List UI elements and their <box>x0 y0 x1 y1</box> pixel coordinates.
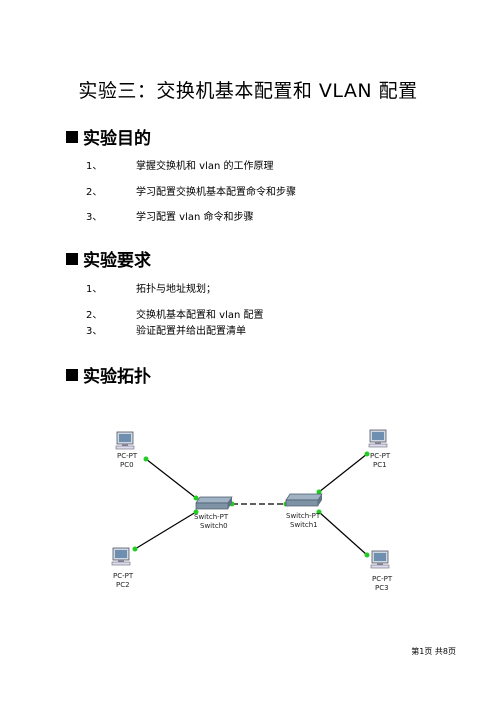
device-name-label: PC3 <box>375 584 389 592</box>
port-dot <box>132 546 138 552</box>
section-heading-requirements: 实验要求 <box>66 246 151 271</box>
device-type-label: PC-PT <box>117 452 138 460</box>
device-name-label: Switch0 <box>200 522 228 530</box>
item-text: 学习配置 vlan 命令和步骤 <box>136 212 254 223</box>
device-type-label: Switch-PT <box>194 513 229 521</box>
port-dot <box>364 451 370 457</box>
section-heading-objectives: 实验目的 <box>66 124 151 149</box>
port-dot <box>193 495 199 501</box>
item-text: 学习配置交换机基本配置命令和步骤 <box>136 187 296 198</box>
link-pc1-switch1 <box>318 453 368 493</box>
port-dot <box>143 456 149 462</box>
port-dot <box>316 489 322 495</box>
device-pc2[interactable]: PC-PT PC2 <box>111 547 134 589</box>
device-pc0[interactable]: PC-PT PC0 <box>115 431 138 469</box>
port-dot <box>316 509 322 515</box>
device-pc1[interactable]: PC-PT PC1 <box>368 429 391 469</box>
item-text: 验证配置并给出配置清单 <box>136 326 246 337</box>
item-number: 2、 <box>86 310 103 321</box>
item-text: 掌握交换机和 vlan 的工作原理 <box>136 161 274 172</box>
device-type-label: Switch-PT <box>286 512 321 520</box>
port-indicators <box>132 451 370 558</box>
port-dot <box>193 509 199 515</box>
item-number: 3、 <box>86 212 103 223</box>
page-number: 第1页 共8页 <box>411 647 456 656</box>
pc-icon <box>115 431 135 450</box>
device-type-label: PC-PT <box>370 452 391 460</box>
device-name-label: PC1 <box>373 461 387 469</box>
switch-icon <box>285 493 323 507</box>
item-number: 1、 <box>86 284 103 295</box>
link-pc0-switch0 <box>145 458 197 499</box>
item-number: 1、 <box>86 161 103 172</box>
link-pc2-switch0 <box>134 511 197 550</box>
pc-icon <box>368 429 388 448</box>
switch-icon <box>195 496 233 510</box>
device-type-label: PC-PT <box>372 575 393 583</box>
square-bullet-icon <box>66 368 78 381</box>
page-title: 实验三：交换机基本配置和 VLAN 配置 <box>78 80 418 102</box>
topology-links <box>134 453 368 556</box>
section-heading-text: 实验目的 <box>83 129 151 149</box>
device-pc3[interactable]: PC-PT PC3 <box>370 550 393 592</box>
item-number: 3、 <box>86 326 103 337</box>
device-name-label: PC2 <box>116 581 130 589</box>
link-pc3-switch1 <box>318 511 368 556</box>
section-heading-topology: 实验拓扑 <box>66 362 151 387</box>
device-name-label: Switch1 <box>290 521 318 529</box>
item-number: 2、 <box>86 187 103 198</box>
pc-icon <box>111 547 131 566</box>
device-type-label: PC-PT <box>113 572 134 580</box>
device-switch0[interactable]: Switch-PT Switch0 <box>194 496 233 530</box>
device-name-label: PC0 <box>120 461 134 469</box>
item-text: 拓扑与地址规划； <box>136 284 216 295</box>
section-heading-text: 实验要求 <box>83 251 151 271</box>
port-dot <box>364 552 370 558</box>
square-bullet-icon <box>66 130 78 143</box>
square-bullet-icon <box>66 252 78 265</box>
pc-icon <box>370 550 390 569</box>
section-heading-text: 实验拓扑 <box>83 367 151 387</box>
device-switch1[interactable]: Switch-PT Switch1 <box>285 493 323 529</box>
item-text: 交换机基本配置和 vlan 配置 <box>136 310 264 321</box>
